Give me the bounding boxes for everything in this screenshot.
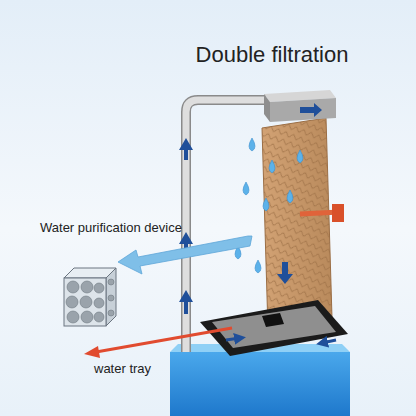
part-label: water tray	[94, 361, 151, 376]
part-label: Water purification device	[40, 220, 182, 235]
water-drops	[235, 138, 303, 273]
water-distributor	[264, 90, 336, 122]
callout-arrow	[84, 328, 232, 358]
flow-arrow	[277, 262, 293, 284]
callout-arrow	[118, 236, 252, 274]
wet-pad	[262, 118, 332, 330]
water-tray-shape	[200, 300, 348, 356]
air-flow-arrow	[300, 204, 344, 222]
purification-cube	[64, 268, 116, 326]
water-tank	[170, 344, 350, 416]
diagram-title: Double filtration	[196, 42, 349, 68]
